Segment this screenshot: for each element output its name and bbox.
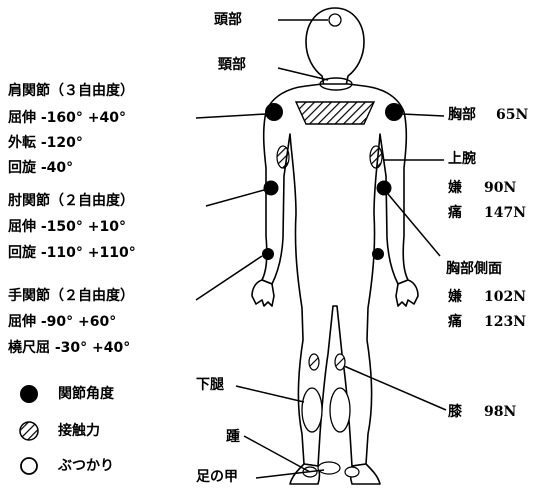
label-wrist-flex: 屈伸 -90° +60° <box>8 315 116 329</box>
legend-collision-label: ぶつかり <box>58 459 114 473</box>
label-knee-value: 98N <box>484 405 516 419</box>
filled-circle-icon <box>20 385 38 403</box>
label-heel: 踵 <box>226 430 240 444</box>
legend-joint-angle-label: 関節角度 <box>58 387 114 401</box>
label-chest-side-a-value: 102N <box>484 290 526 304</box>
label-chest-value: 65N <box>496 108 528 122</box>
label-upper-arm-b-value: 147N <box>484 206 526 220</box>
label-upper-arm-a: 嫌 <box>448 181 462 195</box>
label-chest-side: 胸部側面 <box>446 262 502 276</box>
right-upper-arm-hatched-marker <box>370 146 382 168</box>
label-lower-leg: 下腿 <box>196 378 224 392</box>
right-lower-leg-hollow-marker <box>330 388 350 432</box>
right-shoulder-joint-marker <box>385 103 403 121</box>
label-wrist-dev: 橈尺屈 -30° +40° <box>8 341 130 355</box>
label-instep: 足の甲 <box>196 470 238 484</box>
right-wrist-joint-marker <box>372 248 384 260</box>
hatched-circle-icon <box>20 422 38 440</box>
label-knee: 膝 <box>448 405 462 419</box>
head-hollow-marker <box>329 14 341 26</box>
label-chest: 胸部 <box>448 108 476 122</box>
label-wrist-title: 手関節（２自由度） <box>8 289 134 303</box>
left-elbow-joint-marker <box>264 181 279 196</box>
right-elbow-joint-marker <box>377 181 392 196</box>
label-elbow-title: 肘関節（２自由度） <box>8 194 134 208</box>
label-elbow-rot: 回旋 -110° +110° <box>8 246 136 260</box>
chest-hatched-marker <box>296 102 374 124</box>
label-chest-side-b: 痛 <box>448 315 462 329</box>
left-lower-leg-hollow-marker <box>302 388 322 432</box>
label-shoulder-title: 肩関節（３自由度） <box>8 84 134 98</box>
left-shoulder-joint-marker <box>265 103 283 121</box>
left-wrist-joint-marker <box>262 248 274 260</box>
legend-contact-force-label: 接触力 <box>58 424 100 438</box>
left-upper-arm-hatched-marker <box>277 146 289 168</box>
label-neck: 頸部 <box>218 58 246 72</box>
label-shoulder-rot: 回旋 -40° <box>8 161 73 175</box>
label-elbow-flex: 屈伸 -150° +10° <box>8 220 126 234</box>
hollow-circle-icon <box>21 458 37 474</box>
right-heel-hollow-marker <box>345 467 359 477</box>
instep-hollow-marker <box>318 462 340 474</box>
label-shoulder-abd: 外転 -120° <box>8 136 83 150</box>
label-shoulder-flex: 屈伸 -160° +40° <box>8 111 126 125</box>
label-chest-side-a: 嫌 <box>448 290 462 304</box>
label-upper-arm-a-value: 90N <box>484 181 516 195</box>
label-upper-arm-b: 痛 <box>448 206 462 220</box>
label-upper-arm: 上腕 <box>448 152 476 166</box>
label-head: 頭部 <box>214 13 242 27</box>
label-chest-side-b-value: 123N <box>484 315 526 329</box>
